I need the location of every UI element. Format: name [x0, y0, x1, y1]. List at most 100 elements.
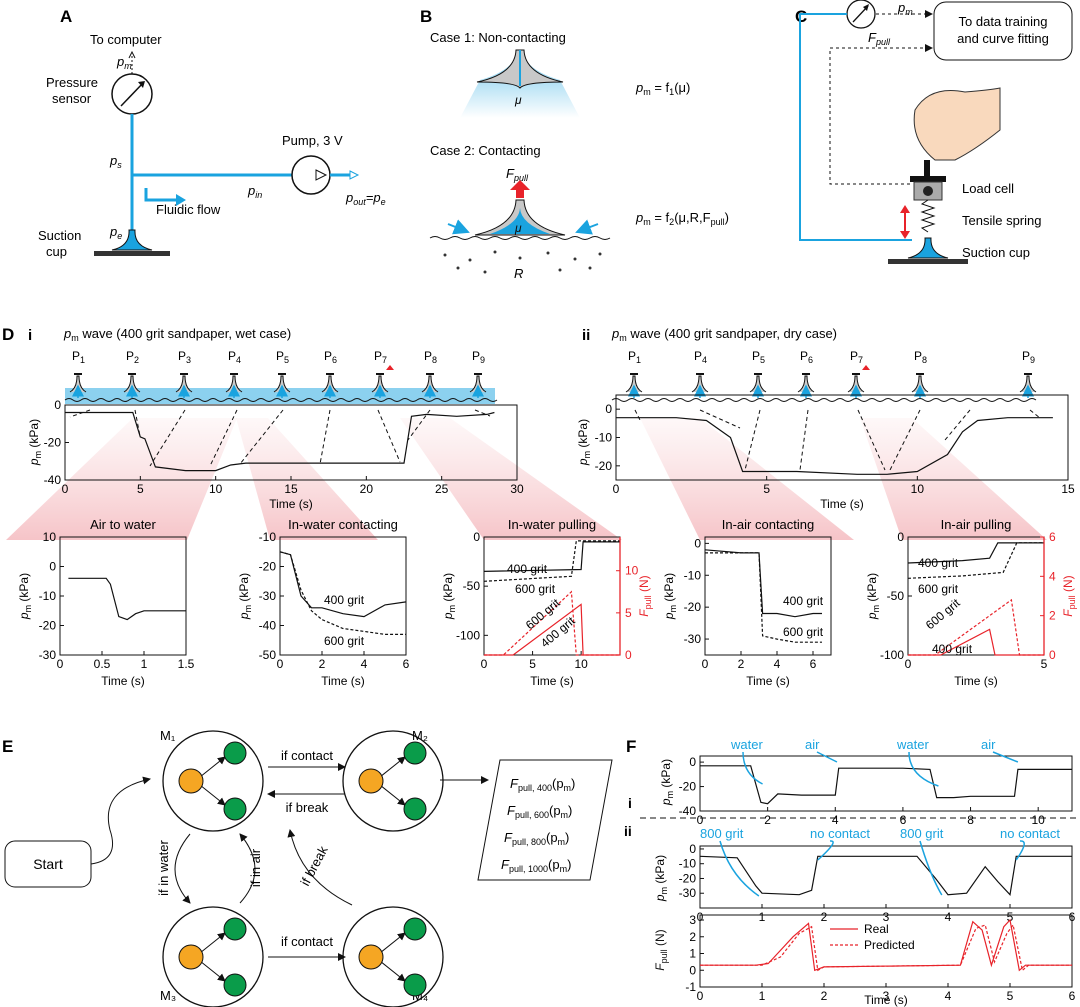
y-tick-label: 0: [689, 963, 696, 977]
y-tick-label: -20: [684, 600, 702, 614]
suction-cup-icon: [111, 229, 153, 251]
x-tick-label: 20: [360, 482, 374, 496]
fpull-line: [484, 603, 620, 656]
annotation-pointer: [1015, 840, 1025, 861]
panel-letter-d: D: [2, 325, 14, 344]
state-label-p: P: [178, 349, 186, 363]
state-label: P1: [72, 349, 85, 365]
state-label-sub: 6: [332, 355, 337, 365]
load-cell-label: Load cell: [962, 181, 1014, 196]
x-tick-label: 15: [1061, 482, 1075, 496]
output-argsub: m: [564, 783, 572, 793]
green-node-icon: [223, 917, 247, 941]
state-node: [162, 906, 264, 1007]
state-label-p: P: [424, 349, 432, 363]
x-axis-label: Time (s): [820, 497, 864, 511]
x-tick-label: 0: [481, 657, 488, 671]
predicted-line: [700, 923, 1072, 972]
zoom-band: [400, 418, 622, 540]
sub-label-i: i: [28, 327, 32, 344]
y-axis-label-sub: m: [243, 605, 253, 613]
output-close: ): [571, 776, 575, 791]
eq1: pm = f1(μ): [635, 80, 690, 97]
y2-axis-label-symbol: F: [653, 963, 667, 971]
y-axis-label-sub: m: [668, 605, 678, 613]
subplot-title: In-air contacting: [722, 517, 815, 532]
annotation-pointer: [817, 840, 834, 861]
y-tick-label: 0: [473, 530, 480, 544]
series-label: 400 grit: [783, 594, 824, 608]
green-node-icon: [403, 973, 427, 997]
state-label: P4: [228, 349, 241, 365]
output-function: Fpull, 800(pm): [504, 830, 569, 847]
y-axis-label-unit: (kPa): [27, 419, 41, 451]
x-tick-label: 0: [57, 657, 64, 671]
state-label: M₁: [160, 728, 176, 743]
x-tick-label: 0: [277, 657, 284, 671]
state-label-sub: 3: [186, 355, 191, 365]
y-tick-label: -30: [679, 886, 697, 900]
annotation: no contact: [810, 826, 870, 841]
output-arg: (p: [552, 776, 564, 791]
y-tick-label: 0: [689, 842, 696, 856]
series-label: 600 grit: [324, 634, 365, 648]
green-node-icon: [223, 741, 247, 765]
orange-node-icon: [358, 768, 384, 794]
fpull-label-c: Fpull: [868, 30, 891, 47]
annotation-pointer: [816, 751, 838, 763]
panel-b: B Case 1: Non-contacting μ pm = f1(μ) Ca…: [420, 7, 729, 281]
green-node-icon: [223, 973, 247, 997]
x-tick-label: 0: [613, 482, 620, 496]
annotation-pointer: [919, 840, 943, 896]
pm-line: [705, 552, 822, 643]
series-label: 600 grit: [783, 625, 824, 639]
if-break-label-1: if break: [286, 800, 329, 815]
state-label-sub: 8: [432, 355, 437, 365]
substrate: [94, 251, 170, 256]
y-axis-label-symbol: p: [653, 894, 667, 902]
x-tick-label: 4: [945, 910, 952, 924]
y-tick-label: 0: [897, 530, 904, 544]
series-label: 400 grit: [932, 642, 973, 656]
state-link: [744, 409, 761, 471]
output-sub: pull, 1000: [509, 864, 548, 874]
y-axis-label: pm (kPa): [662, 573, 678, 620]
y2-axis-label-sub: pull: [643, 595, 653, 609]
y-tick-label: -30: [39, 648, 57, 662]
state-link: [474, 409, 491, 417]
y-tick-label: -50: [887, 589, 905, 603]
output-arg: (p: [549, 803, 561, 818]
annotation: air: [981, 737, 996, 752]
plot-frame: [699, 845, 1073, 909]
zoom-bands: [6, 418, 1047, 540]
surface-line-ii: [611, 398, 1037, 402]
state-link: [1029, 409, 1041, 419]
sensor-line-c: [799, 13, 912, 241]
x-tick-label: 5: [1007, 989, 1014, 1003]
y-axis-label-symbol: p: [441, 612, 455, 620]
y-tick-label: 1: [689, 947, 696, 961]
state-label: P6: [324, 349, 337, 365]
pm-line: [483, 540, 620, 582]
state-label-p: P: [628, 349, 636, 363]
arrowhead-icon: [128, 50, 136, 59]
zoom-band: [6, 418, 237, 540]
y2-axis-label-symbol: F: [637, 609, 651, 617]
state-label-p: P: [694, 349, 702, 363]
y-tick-label: -30: [259, 589, 277, 603]
y-axis-label: pm (kPa): [576, 419, 592, 466]
state-label: P1: [628, 349, 641, 365]
y-tick-label: -30: [684, 632, 702, 646]
y-axis-label-sub: m: [659, 887, 669, 895]
series-label: 400 grit: [507, 562, 548, 576]
x-tick-label: 1: [141, 657, 148, 671]
y2-tick-label: 4: [1049, 569, 1056, 583]
y-axis-label-unit: (kPa): [441, 573, 455, 605]
pm-wave-line: [65, 411, 495, 472]
